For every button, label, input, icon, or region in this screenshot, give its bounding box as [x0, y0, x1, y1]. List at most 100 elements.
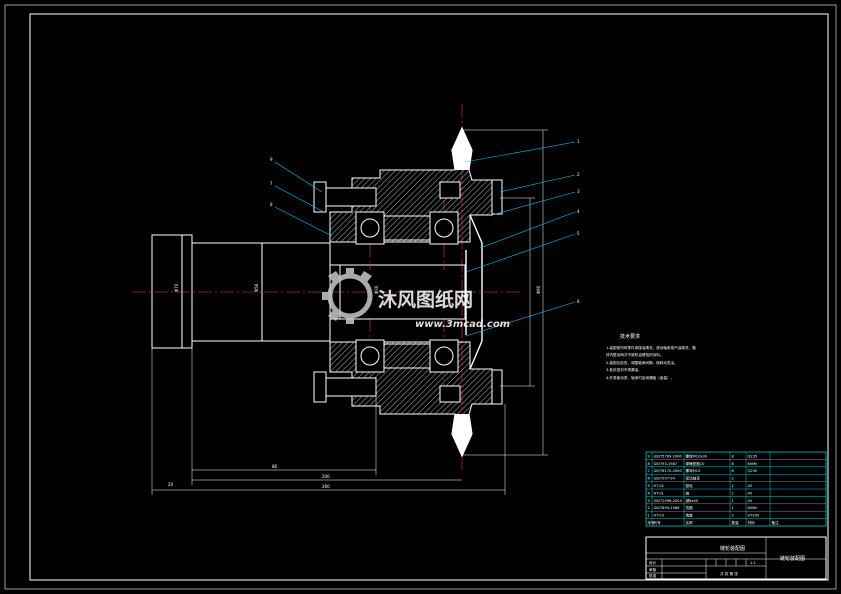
- watermark-brand: 沐风图纸网: [378, 288, 473, 311]
- tech-req-line-3: 2.装配后检查，调整轴承间隙，使转动灵活。: [606, 360, 678, 365]
- bom-cell: GB/T5783-2000: [654, 454, 683, 458]
- bom-cell: 4: [648, 491, 651, 495]
- bom-cell: 65Mn: [748, 506, 758, 510]
- title-sheet: 共 张 第 张: [720, 571, 738, 576]
- tech-req-title: 技术要求: [620, 333, 640, 340]
- balloon-9: 9: [270, 157, 273, 162]
- bom-cell: GB/T6170-2000: [654, 469, 683, 473]
- dimension-lines: [151, 129, 548, 495]
- bom-cell: Q235: [748, 469, 758, 473]
- watermark-url: www.3mcad.com: [415, 319, 510, 330]
- title-drawing-name-left: 链轮装配图: [720, 545, 745, 552]
- gear-icon: [322, 268, 373, 324]
- bom-cell: 6: [648, 477, 651, 481]
- inner-border: [29, 13, 829, 581]
- leader-lines: [274, 141, 576, 337]
- balloon-1: 1: [577, 139, 580, 144]
- bom-header-cell: 备注: [772, 520, 780, 525]
- bom-header-cell: 代号: [654, 520, 662, 525]
- dim-bore-dia: Φ30: [374, 285, 379, 294]
- title-drawing-name: 链轮装配图: [780, 555, 805, 562]
- dim-hub-dia: Φ56: [254, 283, 259, 292]
- bearing-upper: [355, 211, 459, 245]
- dim-total-len: 260: [322, 484, 330, 489]
- dim-sprocket-dia: Φ90: [536, 285, 541, 294]
- shaft-flange: [151, 234, 193, 349]
- balloon-3: 3: [577, 189, 580, 194]
- balloon-7: 7: [270, 181, 273, 186]
- title-block: 链轮装配图 链轮装配图 设计 审核 批准 1:1 共 张 第 张: [645, 536, 827, 580]
- balloon-2: 2: [577, 172, 580, 177]
- bom-cell: 挡圈: [686, 505, 694, 510]
- bom-cell: GB/T93-1987: [654, 462, 678, 466]
- bom-cell: 45: [748, 491, 753, 495]
- bolts: [313, 179, 503, 405]
- bom-cell: 5: [648, 484, 650, 488]
- bom-cell: 端盖: [686, 513, 694, 518]
- bom-header-cell: 数量: [732, 520, 740, 525]
- bom-cell: GB/T894-1986: [654, 506, 681, 510]
- balloon-5: 5: [577, 231, 580, 236]
- bom-cell: 7: [648, 469, 650, 473]
- bom-cell: 螺母M10: [686, 468, 702, 473]
- bom-cell: 2: [732, 477, 734, 481]
- dim-hub-len: 86: [272, 464, 278, 469]
- bom-cell: 65Mn: [748, 462, 758, 466]
- outer-border: [4, 4, 837, 590]
- bom-cell: Q235: [748, 454, 758, 458]
- sprocket-lower: [329, 341, 493, 458]
- bom-cell: GB/T297-94: [654, 477, 676, 481]
- dim-mid-len: 200: [322, 474, 330, 479]
- watermark: 沐风图纸网 www.3mcad.com: [322, 268, 510, 330]
- bom-cell: 轴: [686, 490, 690, 495]
- dim-shaft-dia: Φ70: [174, 283, 179, 292]
- bom-cell: 1: [648, 514, 650, 518]
- sprocket-upper: [329, 126, 493, 243]
- tech-req-line-2: 体内壁涂两次不被机油侵蚀的涂料。: [606, 352, 664, 357]
- bom-cell: 1: [732, 499, 734, 503]
- bom-cell: 8: [732, 462, 735, 466]
- bom-cell: 8: [732, 469, 735, 473]
- technical-requirements: 技术要求 1.装配前所有零件用煤油清洗，滚动轴承用汽油清洗，箱 体内壁涂两次不被…: [606, 333, 696, 380]
- bom-cell: 8: [648, 462, 651, 466]
- title-approve: 批准: [649, 573, 657, 578]
- tech-req-line-5: 4.外表面涂漆，轴承内加润滑脂（适量）。: [606, 375, 674, 380]
- bom-header-cell: 序号: [648, 520, 656, 525]
- bom-header-cell: 材料: [748, 520, 756, 525]
- dim-left-len: 20: [168, 482, 174, 487]
- bearing-lower: [355, 339, 459, 373]
- end-cap: [465, 214, 483, 370]
- bom-cell: 1: [732, 491, 734, 495]
- bom-cell: GB/T1096-2003: [654, 499, 682, 503]
- bom-cell: 弹簧垫圈10: [686, 461, 706, 466]
- bom-cell: HT-03: [654, 514, 664, 518]
- tech-req-line-4: 3.各处密封不得漏油。: [606, 367, 642, 372]
- balloon-6: 6: [577, 299, 580, 304]
- bom-cell: 链轮: [686, 483, 694, 488]
- balloon-4: 4: [577, 209, 580, 214]
- dimension-texts: Φ70 Φ56 Φ30 Φ90 86 200 260 20: [168, 283, 541, 489]
- bom-cell: 螺栓M10x30: [686, 453, 708, 458]
- bom-cell: 45: [748, 499, 753, 503]
- title-scale: 1:1: [750, 561, 756, 565]
- bom-cell: 2: [732, 514, 734, 518]
- bom-header-cell: 名称: [686, 520, 694, 525]
- bom-cell: 45: [748, 484, 753, 488]
- bom-cell: HT-02: [654, 484, 664, 488]
- bom-cell: 3: [648, 499, 650, 503]
- bom-cell: 2: [648, 506, 650, 510]
- bom-cell: 1: [732, 506, 734, 510]
- balloon-8: 8: [270, 202, 273, 207]
- bom-cell: 8: [732, 454, 735, 458]
- bom-cell: 9: [648, 454, 651, 458]
- bom-cell: HT200: [748, 514, 760, 518]
- title-designer: 设计: [649, 560, 657, 565]
- bom-cell: HT-01: [654, 491, 664, 495]
- tech-req-line-1: 1.装配前所有零件用煤油清洗，滚动轴承用汽油清洗，箱: [606, 345, 696, 350]
- bom-cell: 滚动轴承: [686, 476, 701, 481]
- title-checker: 审核: [649, 567, 657, 572]
- bom-cell: 键8x40: [686, 498, 699, 503]
- balloon-labels: 9 7 8 1 2 3 4 5 6: [270, 139, 580, 304]
